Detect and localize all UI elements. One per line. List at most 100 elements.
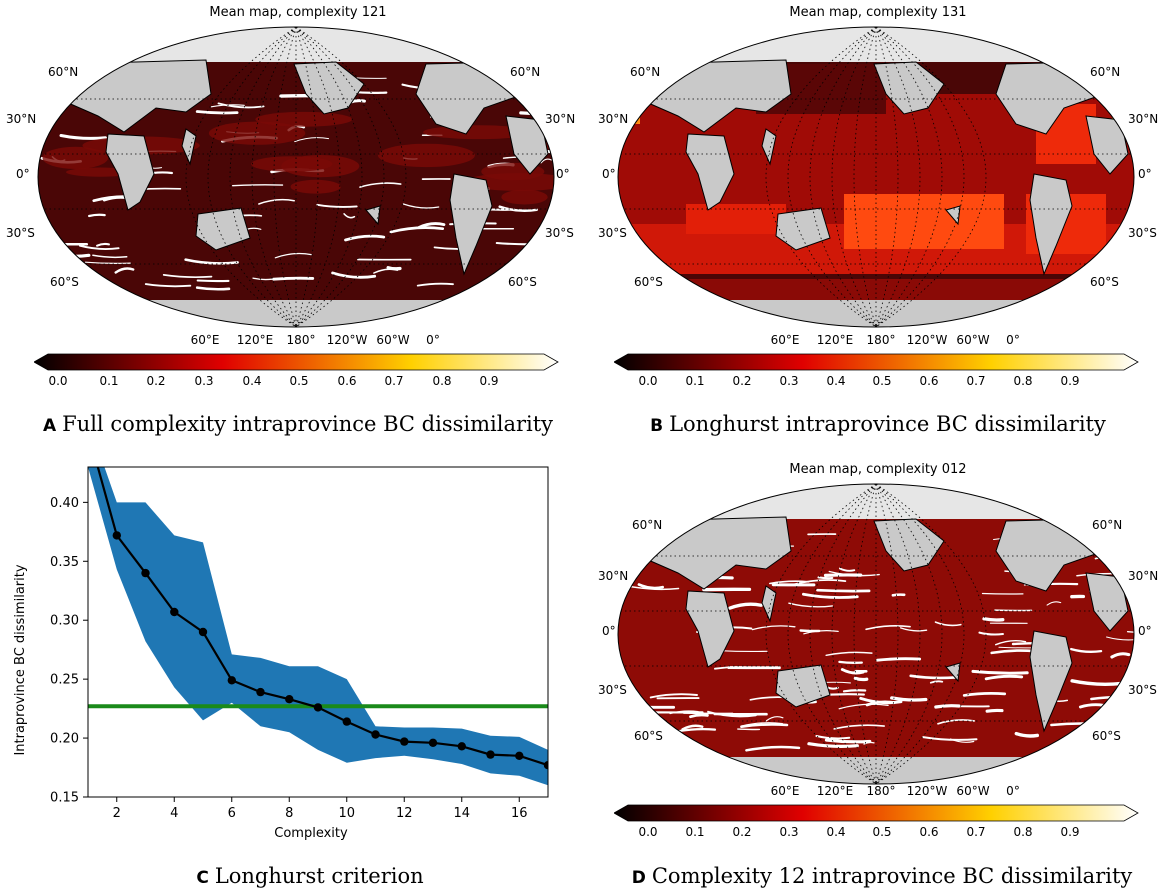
streak xyxy=(817,576,834,580)
streak xyxy=(88,213,106,218)
streak xyxy=(740,723,789,728)
streak xyxy=(649,693,698,699)
data-point xyxy=(371,730,380,739)
lon-label: 180° xyxy=(286,333,316,347)
graticule-lon xyxy=(809,27,877,327)
lat-label: 60°N xyxy=(510,65,541,79)
graticule-lon xyxy=(229,27,297,327)
caption-text: Complexity 12 intraprovince BC dissimila… xyxy=(651,864,1133,888)
colorbar-tick: 0.7 xyxy=(384,374,404,388)
lat-label: 30°S xyxy=(6,226,35,240)
y-axis-label: Intraprovince BC dissimilarity xyxy=(13,564,28,755)
streak xyxy=(627,585,680,591)
x-tick-label: 10 xyxy=(338,806,355,821)
streak xyxy=(162,274,213,279)
province xyxy=(844,194,1004,249)
streak xyxy=(83,276,105,280)
caption-text: Longhurst intraprovince BC dissimilarity xyxy=(669,412,1106,436)
map-boundary xyxy=(617,26,1135,328)
landmass xyxy=(685,590,735,668)
x-tick-label: 6 xyxy=(228,806,236,821)
caption-text: Full complexity intraprovince BC dissimi… xyxy=(62,412,554,436)
landmass xyxy=(449,173,493,276)
landmass xyxy=(195,207,251,251)
lat-label: 30°N xyxy=(1128,112,1159,126)
colorbar-tick: 0.5 xyxy=(289,374,309,388)
patch xyxy=(208,121,306,145)
lat-label: 60°S xyxy=(634,275,663,289)
map-title: Mean map, complexity 012 xyxy=(789,462,967,477)
streak xyxy=(714,666,751,670)
streak xyxy=(1094,553,1134,560)
colorbar xyxy=(614,353,1139,371)
landmass xyxy=(1029,173,1073,276)
data-point xyxy=(428,738,438,747)
lat-label: 0° xyxy=(1138,624,1152,638)
y-tick-label: 0.30 xyxy=(50,614,79,629)
lat-label: 60°S xyxy=(1090,275,1119,289)
map-boundary xyxy=(37,26,555,328)
colorbar-tick: 0.6 xyxy=(919,374,939,388)
x-tick-label: 2 xyxy=(113,806,121,821)
streak xyxy=(1106,636,1134,641)
lat-label: 30°S xyxy=(545,226,574,240)
streak xyxy=(859,696,903,705)
streak xyxy=(92,254,128,259)
patch xyxy=(377,143,475,168)
lat-label: 30°S xyxy=(598,226,627,240)
graticule-lon xyxy=(251,27,297,327)
plot-inner xyxy=(88,467,548,786)
colorbar-tick: 0.8 xyxy=(432,374,452,388)
streak xyxy=(1070,647,1103,653)
lat-label: 60°N xyxy=(630,65,661,79)
lon-label: 0° xyxy=(1006,784,1020,798)
streak xyxy=(824,738,872,744)
lon-label: 0° xyxy=(1006,333,1020,347)
patch xyxy=(501,189,548,205)
streak xyxy=(751,625,796,631)
streak xyxy=(985,708,1004,713)
data-point xyxy=(285,695,294,704)
streak xyxy=(842,689,867,693)
lat-label: 60°S xyxy=(1092,729,1121,743)
streak xyxy=(909,674,957,680)
streak xyxy=(196,279,230,283)
streak xyxy=(971,669,1029,675)
colorbar-ticks: 0.0 0.1 0.2 0.3 0.4 0.5 0.6 0.7 0.8 0.9 xyxy=(34,374,560,390)
map-body xyxy=(38,27,554,327)
streak xyxy=(252,277,273,281)
colorbar-tick: 0.0 xyxy=(48,374,68,388)
x-tick-label: 8 xyxy=(285,806,293,821)
lat-label: 30°S xyxy=(1128,683,1157,697)
colorbar-tick: 0.1 xyxy=(99,374,119,388)
colorbar-tick: 0.5 xyxy=(872,825,892,839)
colorbar-tick: 0.0 xyxy=(638,825,658,839)
lat-label: 0° xyxy=(1138,167,1152,181)
data-point xyxy=(198,627,208,637)
map-body xyxy=(618,484,1134,784)
map-d xyxy=(617,483,1135,785)
lat-label: 60°S xyxy=(634,729,663,743)
streak xyxy=(184,258,239,265)
lon-label: 120°W xyxy=(906,333,948,347)
streak xyxy=(217,102,265,109)
landmass xyxy=(761,128,777,166)
colorbar xyxy=(34,353,559,371)
streak xyxy=(840,668,865,675)
streak xyxy=(540,158,552,164)
streak xyxy=(416,282,454,287)
colorbar-tick: 0.6 xyxy=(919,825,939,839)
streak xyxy=(550,287,554,295)
colorbar-tick: 0.9 xyxy=(1060,374,1080,388)
caption-letter: B xyxy=(650,416,664,436)
landmass xyxy=(685,133,735,211)
streak xyxy=(114,267,135,274)
colorbar-tick: 0.9 xyxy=(1060,825,1080,839)
lat-label: 30°N xyxy=(598,112,629,126)
lon-labels: 60°E 120°E 180° 120°W 60°W 0° xyxy=(616,333,1136,349)
streak xyxy=(195,110,239,115)
colorbar-gradient xyxy=(614,804,1139,822)
